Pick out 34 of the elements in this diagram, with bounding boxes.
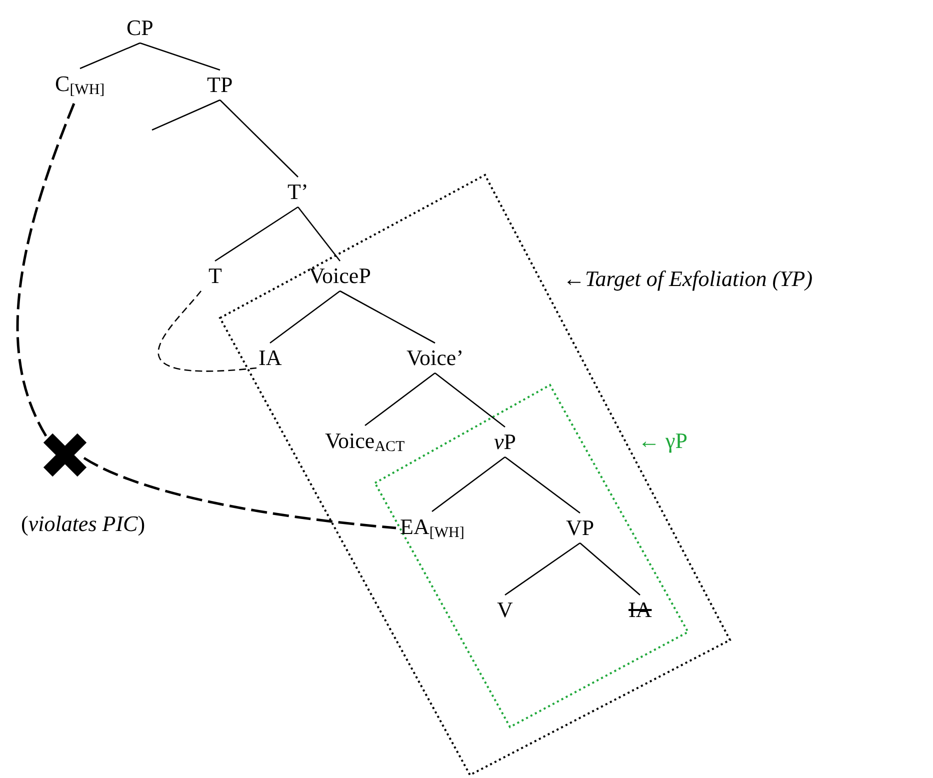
dashed-movement-line [83,456,396,530]
tree-branch [364,372,436,426]
tree-node-label: T [208,265,222,287]
tree-node-label: V [497,599,513,621]
tree-node-label: TP [207,74,233,96]
tree-branch [434,372,506,428]
tree-node-label: VoiceP [309,265,371,287]
tree-branch [80,42,140,70]
tree-branch [504,456,580,514]
tree-branch [220,100,298,178]
tree-branch [270,290,340,344]
boundary-label: ← γP [638,430,688,452]
tree-branch [152,99,220,131]
dashed-movement-line [16,103,76,437]
tree-branch [340,290,436,344]
tree-branch [504,542,580,596]
tree-node-label: Voice’ [406,347,464,369]
tree-node-label: C$_{[WH]}$ [55,72,105,98]
dashed-movement-line [158,290,257,372]
boundary-label: ←Target of Exfoliation (YP) [563,268,813,290]
tree-node-label: EA$_{[WH]}$ [400,516,464,540]
tree-branch [297,206,341,262]
annotation-text: (violates PIC) [21,513,146,535]
tree-node-label: IA [258,347,282,369]
tree-branch [580,542,640,596]
tree-node-label: IA [628,599,652,621]
tree-branch [140,42,220,71]
tree-node-label: vP [494,431,516,453]
tree-node-label: CP [126,17,154,39]
tree-node-label: VP [566,517,594,539]
tree-node-label: T’ [288,181,308,203]
tree-node-label: Voice$_{ACT}$ [325,430,405,454]
tree-branch [214,206,298,262]
tree-branch [432,456,506,512]
